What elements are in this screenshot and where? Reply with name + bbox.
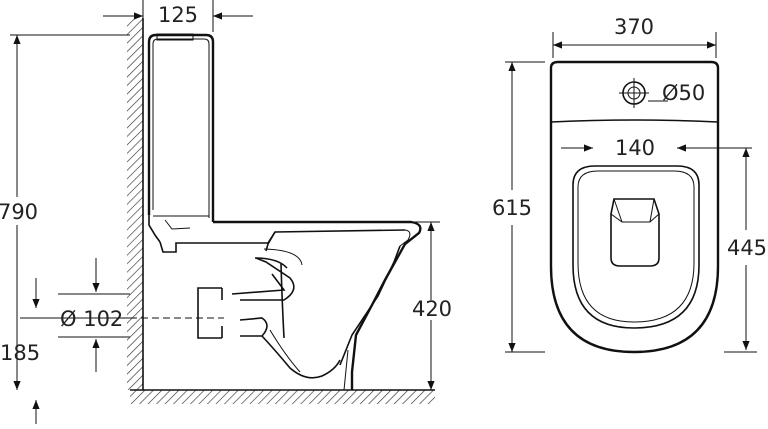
- cistern-outline: [147, 33, 215, 243]
- button-hole-icon: Ø50: [619, 78, 705, 108]
- dimension-total-length: 615: [492, 61, 545, 353]
- dimension-tank-depth: 125: [103, 0, 253, 32]
- total-height-label: 790: [0, 200, 38, 224]
- hole-diameter-label: Ø50: [662, 81, 705, 105]
- outlet-height-label: 185: [0, 341, 40, 365]
- dimension-total-width: 370: [552, 15, 717, 58]
- dimension-bowl-length: 445: [724, 148, 767, 353]
- dimension-total-height: 790: [0, 34, 130, 390]
- dimension-seat-height: 420: [412, 221, 452, 390]
- total-width-label: 370: [614, 15, 654, 39]
- bowl-outline: [130, 220, 422, 391]
- seat-width-label: 140: [615, 136, 655, 160]
- dimension-outlet: Ø 102 185: [0, 258, 130, 424]
- total-length-label: 615: [492, 196, 532, 220]
- outlet-diameter-label: Ø 102: [60, 307, 123, 331]
- wall-hatch: [127, 18, 143, 390]
- seat-height-label: 420: [412, 297, 452, 321]
- dimension-seat-width: 140: [561, 136, 752, 160]
- top-view-outline: [549, 60, 720, 354]
- floor-hatch: [130, 390, 435, 404]
- tank-depth-label: 125: [158, 3, 198, 27]
- side-view: 125 790 Ø 102 185 420: [0, 0, 452, 424]
- top-view: Ø50 370 140 615 445: [492, 15, 767, 354]
- bowl-length-label: 445: [727, 236, 767, 260]
